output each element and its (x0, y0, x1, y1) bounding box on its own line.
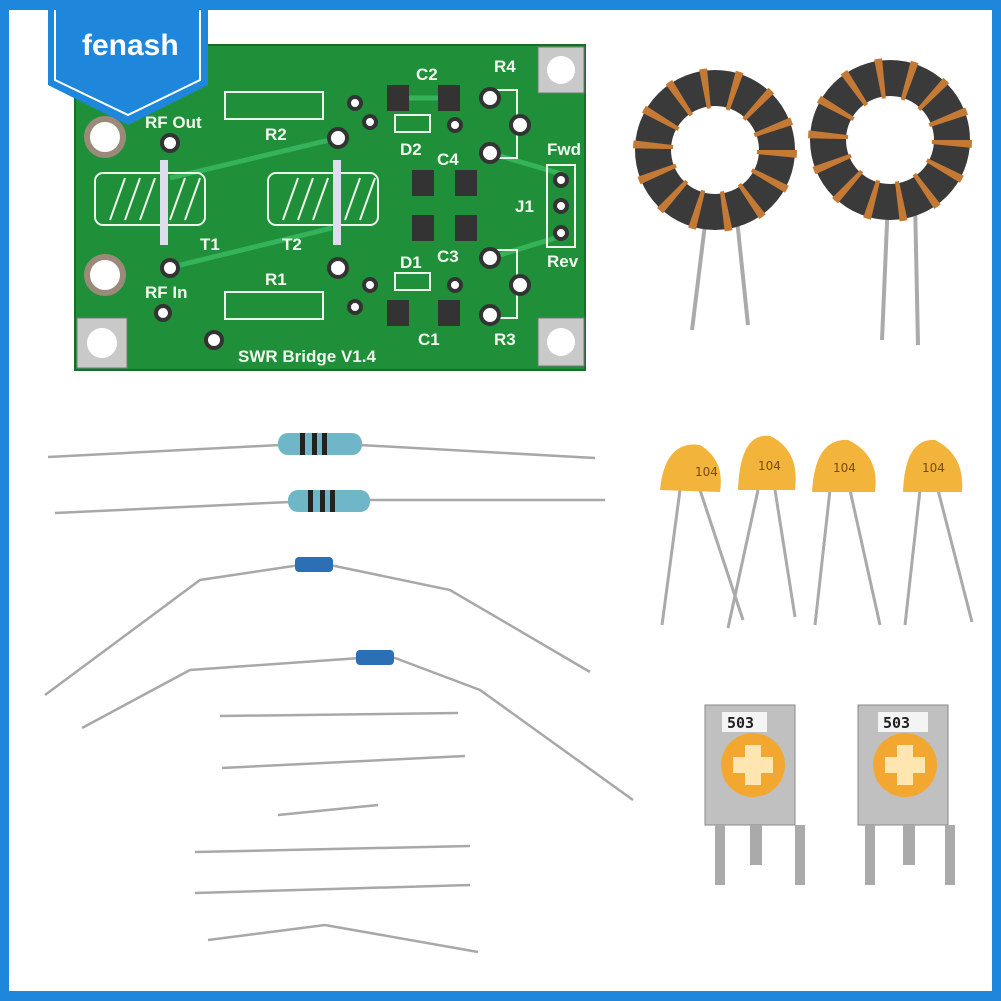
label-rev: Rev (547, 252, 579, 271)
label-j1: J1 (515, 197, 534, 216)
label-c2: C2 (416, 65, 438, 84)
diode (295, 557, 333, 572)
capacitor-marking: 104 (695, 465, 718, 479)
label-c1: C1 (418, 330, 440, 349)
capacitor-marking: 104 (758, 459, 781, 473)
label-r1: R1 (265, 270, 287, 289)
toroid (633, 68, 797, 331)
trimmer: 503 (704, 704, 805, 885)
rf-out-pad (84, 116, 126, 158)
label-r3: R3 (494, 330, 516, 349)
diode (356, 650, 394, 665)
label-t1: T1 (200, 235, 220, 254)
label-rf-out: RF Out (145, 113, 202, 132)
capacitor-marking: 104 (833, 461, 856, 475)
label-c3: C3 (437, 247, 459, 266)
ceramic-capacitors: 104 104 104 104 (660, 435, 974, 629)
trimmer-marking: 503 (727, 714, 754, 732)
label-d2: D2 (400, 140, 422, 159)
trimmer-marking: 503 (883, 714, 910, 732)
label-r2: R2 (265, 125, 287, 144)
label-c4: C4 (437, 150, 459, 169)
resistor (278, 433, 362, 455)
board-title: SWR Bridge V1.4 (238, 347, 376, 366)
trimmer: 503 (857, 704, 955, 885)
toroid-inductors (633, 58, 972, 346)
trimmer-potentiometers: 503 503 (704, 704, 955, 885)
label-d1: D1 (400, 253, 422, 272)
brand-logo-text: fenash (82, 29, 179, 62)
rf-in-pad (84, 254, 126, 296)
label-r4: R4 (494, 57, 516, 76)
capacitor-marking: 104 (922, 461, 945, 475)
label-fwd: Fwd (547, 140, 581, 159)
resistor (288, 490, 370, 512)
label-rf-in: RF In (145, 283, 188, 302)
label-t2: T2 (282, 235, 302, 254)
brand-logo-badge: fenash (48, 10, 208, 125)
toroid (808, 58, 972, 346)
resistors (278, 433, 394, 665)
